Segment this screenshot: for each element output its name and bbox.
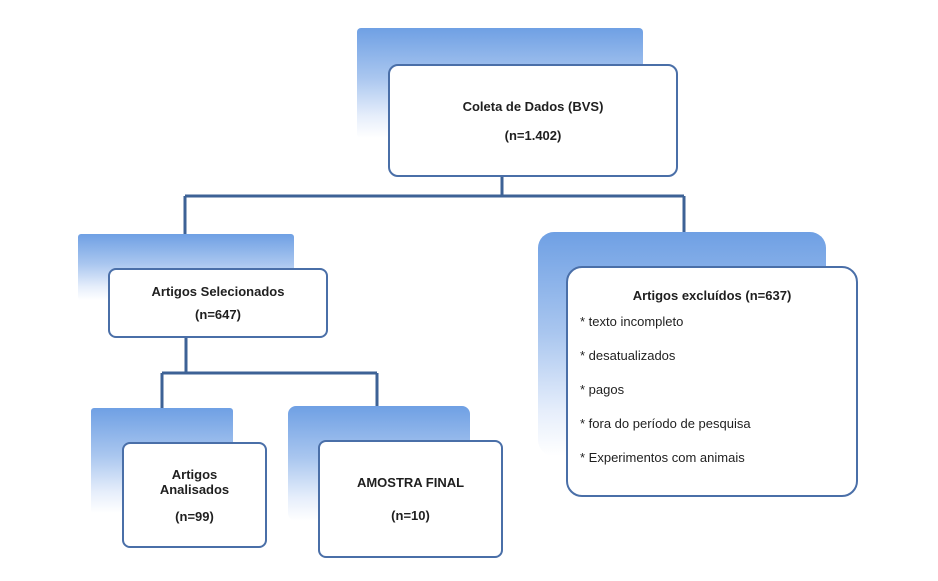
analyzed-box: Artigos Analisados (n=99) [122,442,267,548]
exclusion-reason-item: * texto incompleto [580,314,684,329]
root-box: Coleta de Dados (BVS) (n=1.402) [388,64,678,177]
selected-box-title: Artigos Selecionados [151,284,285,299]
analyzed-box-line1: Artigos [171,466,218,482]
excluded-box: Artigos excluídos (n=637) * texto incomp… [566,266,858,497]
analyzed-box-count: (n=99) [175,508,214,524]
exclusion-reason-item: * Experimentos com animais [580,450,745,465]
exclusion-reason-item: * fora do período de pesquisa [580,416,751,431]
final-box-count: (n=10) [391,508,430,523]
selected-box: Artigos Selecionados (n=647) [108,268,328,338]
analyzed-box-line2: Analisados [159,481,230,497]
exclusion-reasons-list: * texto incompleto * desatualizados * pa… [580,305,856,475]
exclusion-reason-item: * pagos [580,382,625,397]
exclusion-reason-item: * desatualizados [580,348,676,363]
final-box: AMOSTRA FINAL (n=10) [318,440,503,558]
selected-box-count: (n=647) [195,307,241,322]
excluded-box-title: Artigos excluídos (n=637) [632,288,792,303]
final-box-title: AMOSTRA FINAL [356,475,465,490]
root-box-count: (n=1.402) [504,127,562,143]
root-box-title: Coleta de Dados (BVS) [462,98,604,114]
